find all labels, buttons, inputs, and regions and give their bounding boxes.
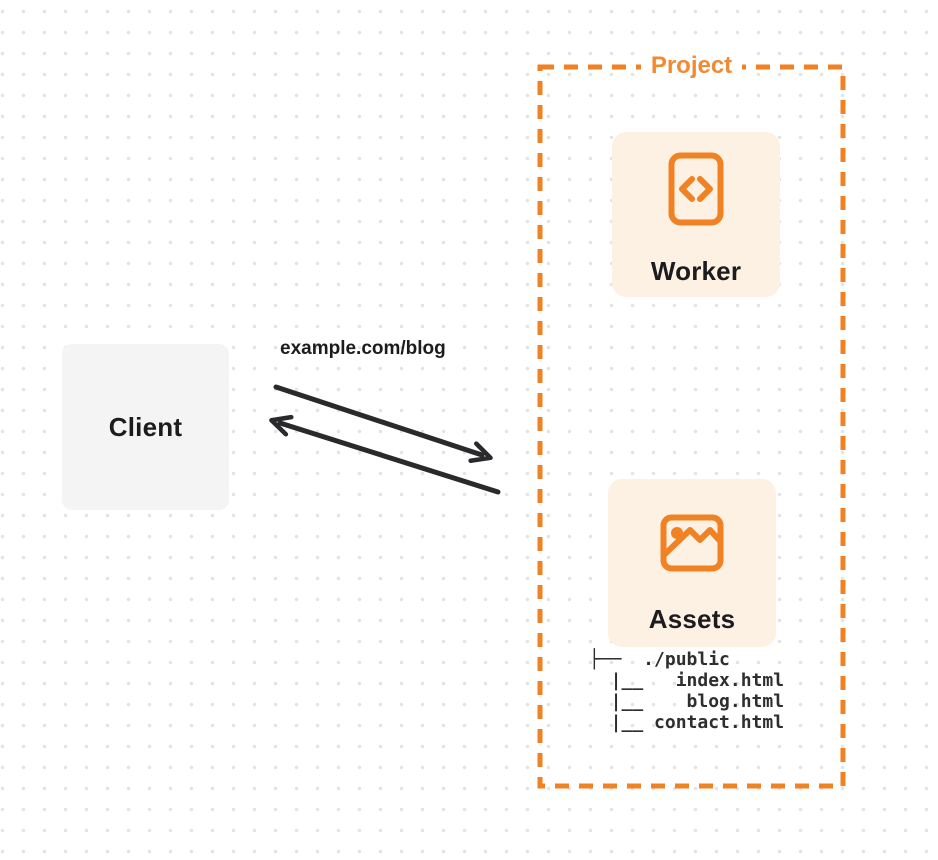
assets-card: Assets — [608, 479, 776, 647]
worker-label: Worker — [650, 256, 742, 286]
file-tree: ├── ./public |__ index.html |__ blog.htm… — [589, 649, 785, 733]
worker-card: Worker — [612, 132, 780, 297]
code-icon — [668, 152, 724, 231]
client-label: Client — [108, 411, 183, 442]
arrow-project-to-client — [269, 414, 501, 495]
image-icon — [660, 514, 724, 577]
arrow-client-to-project — [273, 384, 493, 463]
assets-label: Assets — [648, 604, 736, 634]
request-url-label: example.com/blog — [280, 338, 446, 359]
client-box: Client — [62, 344, 229, 510]
